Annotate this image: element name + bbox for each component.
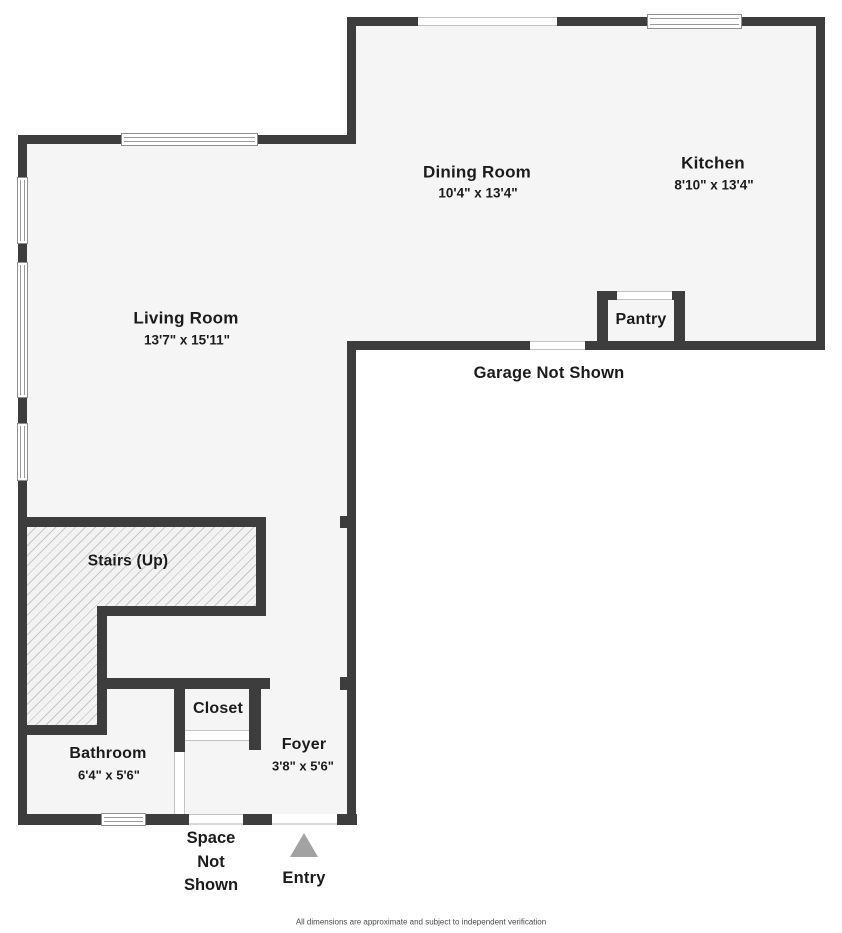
pantry-wall-top-left: [597, 291, 618, 300]
wall-kitchen-bottom: [585, 341, 825, 350]
dining-room-dims: 10'4" x 13'4": [438, 185, 518, 201]
bathroom-window: [101, 813, 146, 826]
closet-door-opening: [185, 730, 249, 741]
garage-note: Garage Not Shown: [473, 363, 625, 382]
wall-bottom: [18, 814, 357, 825]
closet-label: Closet: [192, 700, 244, 717]
entry-label: Entry: [282, 868, 326, 887]
living-left-window-3: [17, 423, 28, 481]
wall-right: [816, 17, 825, 350]
pantry-door-opening: [617, 291, 672, 300]
wall-stub-stairs: [340, 516, 348, 528]
space-line-3: Shown: [183, 875, 239, 894]
wall-upper-mid: [347, 17, 356, 144]
dining-room-label: Dining Room: [423, 162, 531, 182]
wall-stub-corridor: [340, 677, 348, 690]
wall-top: [347, 17, 825, 26]
stairs-label: Stairs (Up): [87, 552, 169, 570]
closet-wall-left: [174, 678, 185, 752]
wall-center-vertical: [347, 341, 356, 825]
stairs-wall-inner-vertical: [97, 606, 107, 735]
disclaimer-text: All dimensions are approximate and subje…: [295, 917, 547, 927]
stairs-wall-top: [18, 517, 266, 527]
entry-opening: [272, 814, 337, 825]
space-not-shown-opening: [189, 814, 243, 825]
space-line-1: Space: [186, 828, 236, 847]
foyer-label: Foyer: [281, 736, 327, 753]
dining-top-opening: [418, 17, 557, 26]
closet-wall-right: [249, 678, 261, 750]
kitchen-dining-opening: [530, 341, 585, 350]
living-room-dims: 13'7" x 15'11": [143, 332, 231, 348]
space-not-shown-note: Space Not Shown: [184, 827, 238, 898]
bathroom-dims: 6'4" x 5'6": [78, 767, 140, 783]
living-room-label: Living Room: [133, 308, 239, 328]
stairs-wall-right: [256, 517, 266, 616]
living-left-window-2: [17, 262, 28, 398]
stairs-wall-inner-bottom: [97, 606, 266, 616]
living-left-window-1: [17, 177, 28, 244]
pantry-label: Pantry: [615, 311, 667, 328]
kitchen-dims: 8'10" x 13'4": [674, 177, 754, 193]
bathroom-label: Bathroom: [69, 745, 147, 762]
entry-arrow-icon: [290, 833, 318, 857]
bathroom-wall-top: [18, 725, 107, 735]
foyer-dims: 3'8" x 5'6": [272, 758, 334, 774]
pantry-wall-top-right: [671, 291, 685, 300]
kitchen-label: Kitchen: [681, 153, 745, 173]
wall-dining-bottom: [347, 341, 530, 350]
pantry-wall-right: [674, 291, 685, 350]
living-top-window: [121, 133, 258, 146]
kitchen-top-window: [647, 14, 742, 29]
space-line-2: Not: [197, 852, 225, 871]
dining-kitchen-floor: [347, 26, 817, 341]
pantry-wall-left: [597, 291, 608, 350]
bathroom-door-opening: [174, 752, 185, 814]
